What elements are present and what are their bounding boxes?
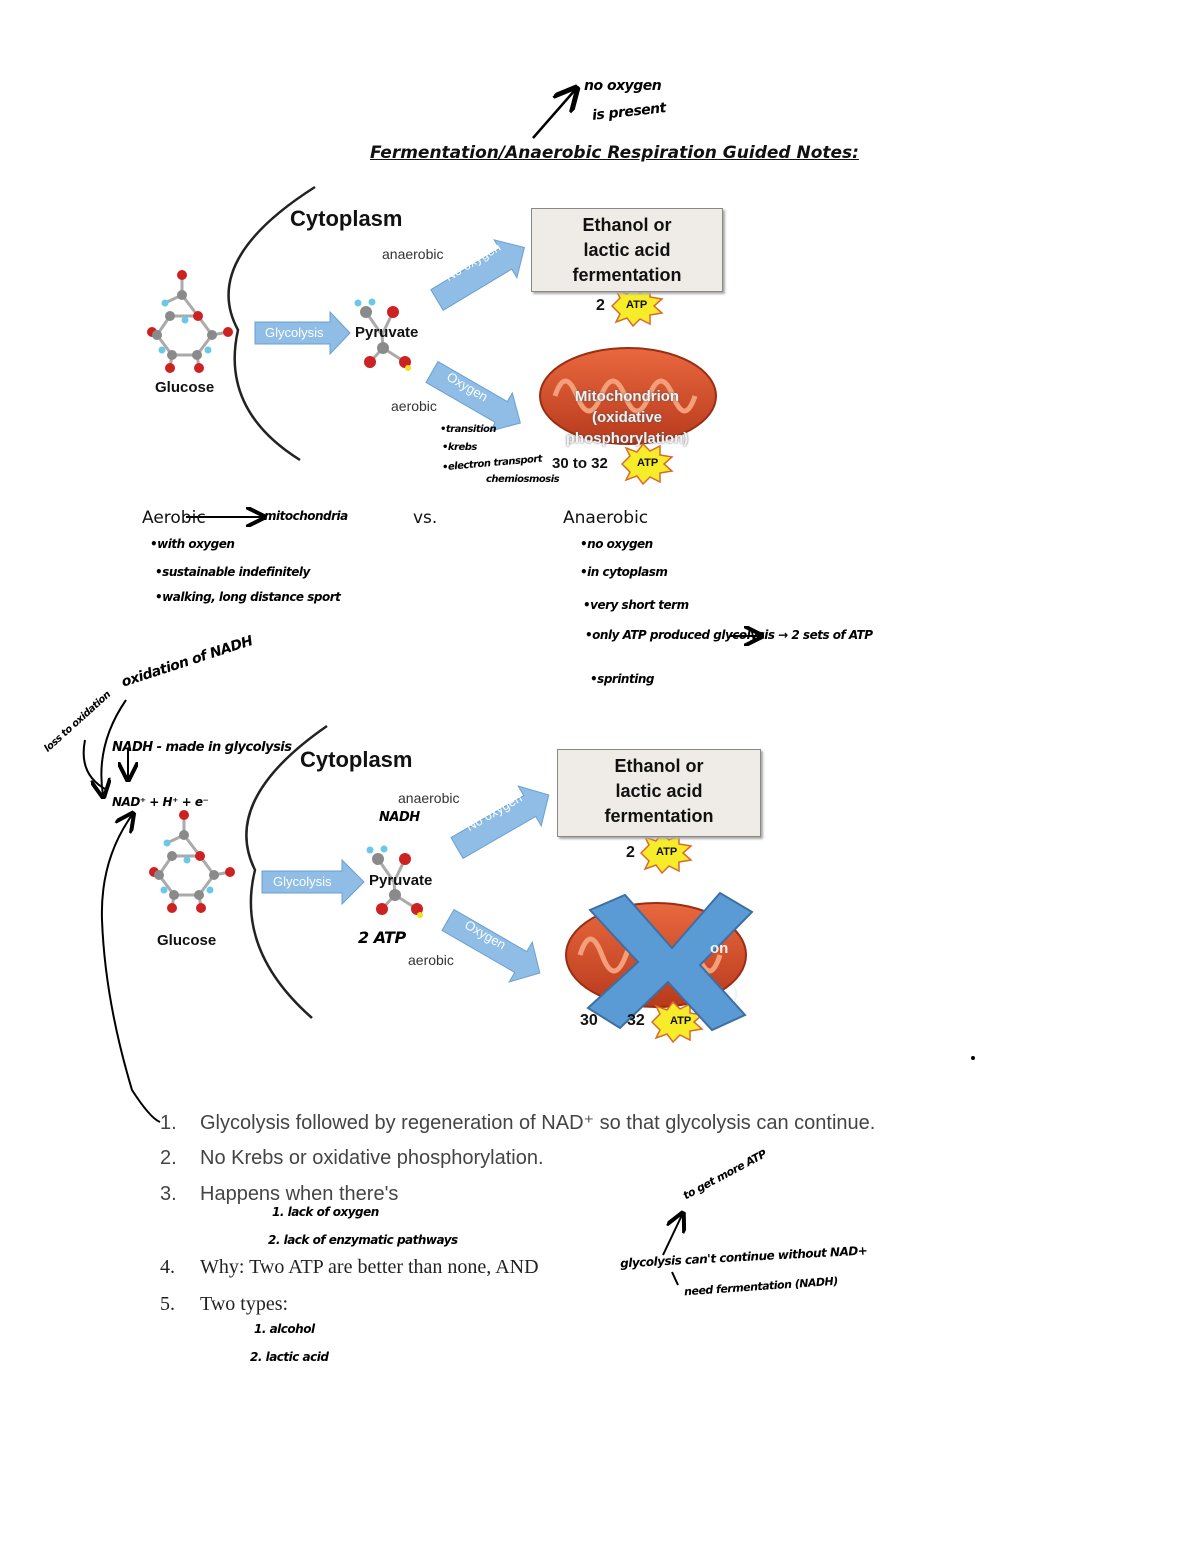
list-item-1: 1. Glycolysis followed by regeneration of…: [160, 1110, 875, 1135]
mito-fragment-1: on: [710, 940, 729, 957]
atp-count-high-right: 32: [627, 1012, 645, 1029]
atp-count-high: 30 to 32: [552, 455, 608, 472]
glucose-molecule-icon-2: [149, 810, 235, 913]
aerobic-label: aerobic: [391, 398, 437, 414]
list-text-2: No Krebs or oxidative phosphorylation.: [200, 1147, 544, 1169]
aerobic-note-1: •transition: [440, 424, 497, 435]
pyruvate-molecule-icon-2: [366, 845, 423, 918]
cytoplasm-curve: [227, 185, 316, 462]
handwritten-arrow: [532, 90, 575, 139]
two-atp-note: 2 ATP: [358, 928, 406, 947]
mitochondrion-label: Mitochondrion (oxidative phosphorylation…: [552, 386, 702, 449]
page-title: Fermentation/Anaerobic Respiration Guide…: [370, 143, 859, 163]
atp-star-icon: [620, 442, 674, 486]
anaerobic-label-2: anaerobic: [398, 790, 460, 806]
list-item-2: 2. No Krebs or oxidative phosphorylation.: [160, 1147, 544, 1170]
aerobic-note-4: chemiosmosis: [486, 474, 560, 485]
list-item-5: 5. Two types:: [160, 1293, 288, 1316]
mito-line-2: (oxidative: [591, 409, 663, 426]
list-num-4: 4.: [160, 1256, 175, 1278]
pyruvate-label-2: Pyruvate: [369, 872, 433, 889]
no-oxygen-arrow-shape: [430, 239, 526, 311]
anaerobic-item-4: •only ATP produced glycolysis → 2 sets o…: [585, 628, 873, 642]
atp-count-low-2: 2: [626, 844, 635, 861]
fermentation2-line-2: lactic acid: [615, 781, 703, 801]
item5-note-1: 1. alcohol: [254, 1322, 315, 1336]
list-text-5: Two types:: [200, 1293, 289, 1315]
anaerobic-item-2: •in cytoplasm: [580, 565, 668, 579]
mito-line-3: phosphorylation): [565, 430, 689, 447]
glycolysis-arrow-shape-2: [261, 858, 365, 906]
atp-label-2: ATP: [637, 457, 659, 469]
list-text-1: Glycolysis followed by regeneration of N…: [200, 1112, 876, 1134]
fermentation-line-2: lactic acid: [583, 240, 671, 260]
fermentation-box: Ethanol or lactic acid fermentation: [531, 208, 723, 292]
fermentation-box-2: Ethanol or lactic acid fermentation: [557, 749, 761, 837]
anaerobic-item-3: •very short term: [583, 598, 689, 612]
nadh-label-2: NADH: [379, 810, 420, 825]
item3-note-2: 2. lack of enzymatic pathways: [268, 1233, 458, 1247]
glycolysis-arrow-shape: [254, 310, 351, 356]
anaerobic-heading: Anaerobic: [563, 508, 649, 528]
glycolysis-label: Glycolysis: [265, 325, 324, 340]
atp-label: ATP: [626, 299, 648, 311]
list-num-5: 5.: [160, 1293, 175, 1315]
glucose-label: Glucose: [155, 379, 215, 396]
glycolysis-label-2: Glycolysis: [273, 874, 332, 889]
aerobic-item-3: •walking, long distance sport: [155, 590, 341, 604]
mitochondrion-icon: [539, 347, 717, 445]
atp-star-icon: [610, 284, 664, 328]
aerobic-heading-note: mitochondria: [264, 509, 348, 523]
atp-star-icon-2: [639, 831, 693, 875]
atp-star-icon-3: [650, 1000, 704, 1044]
anaerobic-item-5: •sprinting: [590, 672, 654, 686]
cross-out-icon: [586, 891, 754, 1032]
fermentation-line-3: fermentation: [572, 265, 682, 285]
atp-label-4: ATP: [670, 1015, 692, 1027]
nad-note: NAD⁺ + H⁺ + e⁻: [112, 795, 209, 809]
item5-note-2: 2. lactic acid: [250, 1350, 329, 1364]
anaerobic-label: anaerobic: [382, 246, 444, 262]
aerobic-item-1: •with oxygen: [150, 537, 235, 551]
pyruvate-label: Pyruvate: [355, 324, 419, 341]
handwritten-loop: [100, 815, 161, 1123]
aerobic-label-2: aerobic: [408, 952, 454, 968]
atp-count-high-left: 30: [580, 1012, 598, 1029]
list-num-3: 3.: [160, 1183, 177, 1205]
pyruvate-molecule-icon: [354, 298, 411, 371]
anaerobic-item-1: •no oxygen: [580, 537, 653, 551]
list-text-3: Happens when there's: [200, 1183, 399, 1205]
atp-label-3: ATP: [656, 846, 678, 858]
aerobic-item-2: •sustainable indefinitely: [155, 565, 310, 579]
aerobic-note-2: •krebs: [442, 442, 477, 453]
glucose-molecule-icon: [147, 270, 233, 373]
fermentation2-line-3: fermentation: [604, 806, 714, 826]
list-text-4: Why: Two ATP are better than none, AND: [200, 1256, 539, 1278]
fermentation2-line-1: Ethanol or: [614, 756, 704, 776]
aerobic-heading: Aerobic: [142, 508, 206, 528]
glucose-label-2: Glucose: [157, 932, 217, 949]
oxygen-arrow-shape-2: [441, 908, 541, 983]
no-oxygen-arrow-shape-2: [450, 785, 550, 860]
mito-fragment-2: ): [733, 985, 738, 1002]
cytoplasm-curve-2: [245, 724, 328, 1019]
nadh-note: NADH - made in glycolysis: [112, 740, 292, 755]
item3-note-1: 1. lack of oxygen: [272, 1205, 379, 1219]
cytoplasm-label-2: Cytoplasm: [300, 747, 413, 772]
list-num-1: 1.: [160, 1112, 177, 1134]
list-item-4: 4. Why: Two ATP are better than none, AND: [160, 1256, 539, 1279]
vs-label: vs.: [413, 508, 438, 528]
oxygen-arrow-shape: [425, 360, 521, 432]
list-num-2: 2.: [160, 1147, 177, 1169]
title-note-1: no oxygen: [584, 78, 662, 94]
fermentation-line-1: Ethanol or: [582, 215, 672, 235]
cytoplasm-label: Cytoplasm: [290, 206, 403, 231]
atp-count-low: 2: [596, 297, 605, 314]
list-item-3: 3. Happens when there's: [160, 1183, 398, 1206]
mito-line-1: Mitochondrion: [574, 388, 680, 405]
